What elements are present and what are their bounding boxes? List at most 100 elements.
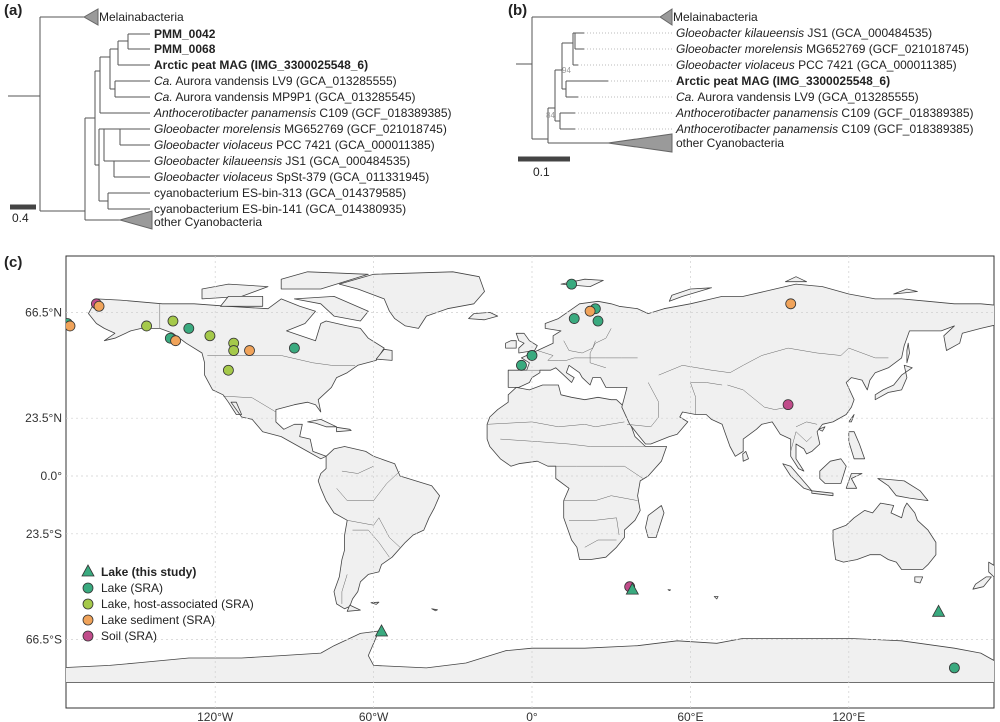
panel-label-b: (b) [508, 2, 528, 19]
country-border [563, 340, 596, 354]
legend-label: Lake (SRA) [101, 581, 163, 595]
tip-label: Anthocerotibacter panamensis C109 (GCF_0… [153, 106, 452, 120]
tip-label: cyanobacterium ES-bin-141 (GCA_014380935… [154, 202, 406, 216]
island-japan [874, 364, 913, 401]
tip-label: Gloeobacter violaceus SpSt-379 (GCA_0113… [154, 170, 429, 184]
island-sri-lanka [742, 450, 749, 462]
legend-label: Lake, host-associated (SRA) [101, 597, 254, 611]
island-ireland [505, 340, 517, 349]
longitude-tick-label: 120°E [832, 710, 865, 722]
landmass-north-america [88, 298, 385, 460]
collapsed-clade-icon [82, 8, 99, 26]
landmass-south-america [317, 446, 441, 610]
island-uk [515, 332, 538, 354]
sample-marker-lake_sra [949, 662, 960, 674]
island-baffin [293, 295, 369, 322]
country-border [727, 384, 789, 410]
island-newfoundland [375, 348, 393, 361]
tip-label: Ca. Aurora vandensis MP9P1 (GCA_01328554… [154, 90, 416, 104]
landmass-greenland [338, 271, 485, 329]
collapsed-clade-icon [659, 8, 673, 26]
longitude-tick-label: 120°W [197, 710, 234, 722]
tip-label: Anthocerotibacter panamensis C109 (GCF_0… [675, 106, 974, 120]
tip-label: Gloeobacter morelensis MG652769 (GCF_021… [676, 42, 969, 56]
sample-marker-lake_host [222, 364, 234, 376]
legend-circle-icon [82, 598, 94, 610]
island-tierra-del-fuego [346, 604, 361, 612]
island-novaya-zemlya [668, 287, 712, 302]
island-falklands [370, 601, 380, 605]
sample-marker-lake_host [204, 330, 216, 342]
island-sumatra [782, 463, 813, 492]
country-border [487, 421, 625, 428]
tip-label: Ca. Aurora vandensis LV9 (GCA_013285555) [676, 90, 919, 104]
sample-marker-lake_sediment [170, 335, 182, 347]
country-border [790, 431, 812, 452]
island-sakhalin [906, 342, 910, 364]
scale-label: 0.4 [12, 211, 29, 225]
sample-marker-lake_host [141, 320, 152, 332]
legend-label: Soil (SRA) [101, 629, 157, 643]
country-border [500, 438, 646, 447]
land-layer [66, 271, 994, 683]
island-crozet [667, 589, 671, 591]
country-border [584, 539, 617, 548]
sample-marker-lake_sediment [93, 300, 105, 312]
sample-marker-lake_sediment [66, 320, 76, 332]
island-nz-north [988, 561, 994, 578]
bootstrap-label: 94 [562, 66, 571, 75]
sample-marker-lake_sediment [244, 345, 255, 356]
latitude-tick-label: 23.5°N [25, 411, 62, 425]
island-cuba [307, 418, 338, 428]
island-south-georgia [431, 608, 438, 612]
sample-marker-lake_sra [516, 359, 527, 371]
sample-marker-lake_sra [183, 322, 195, 334]
collapsed-clade-icon [607, 133, 673, 153]
island-java [811, 490, 834, 497]
latitude-tick-label: 66.5°N [25, 305, 62, 319]
tip-label: Gloeobacter kilaueensis JS1 (GCA_0004845… [154, 154, 410, 168]
landmass-eurasia [507, 283, 994, 472]
island-nz-south [972, 576, 992, 590]
sample-marker-lake_host [167, 315, 179, 327]
scale-label: 0.1 [533, 165, 550, 179]
legend-circle-icon [82, 614, 94, 626]
landmass-antarctica [66, 630, 994, 683]
country-border [207, 355, 356, 366]
country-border [347, 517, 401, 548]
island-new-guinea [877, 478, 929, 502]
legend-triangle-icon [81, 564, 95, 577]
panel-label-c: (c) [4, 254, 23, 271]
country-border [563, 495, 638, 501]
country-border [569, 517, 620, 536]
tip-label: Ca. Aurora vandensis LV9 (GCA_013285555) [154, 74, 397, 88]
country-border [336, 470, 401, 501]
tip-label: other Cyanobacteria [154, 215, 262, 229]
country-border [626, 382, 659, 428]
sample-marker-lake_study [931, 604, 946, 617]
tip-label: Melainabacteria [99, 10, 184, 24]
longitude-tick-label: 0° [526, 710, 538, 722]
sample-marker-lake_sra [566, 278, 577, 290]
longitude-tick-label: 60°W [359, 710, 389, 722]
graticule [66, 256, 994, 708]
landmass-australia [832, 502, 937, 570]
country-border [555, 465, 644, 479]
sample-marker-lake_sra [526, 350, 538, 361]
sample-marker-soil [782, 399, 794, 411]
tip-label: Anthocerotibacter panamensis C109 (GCF_0… [675, 122, 974, 136]
collapsed-clade-icon [118, 210, 153, 230]
country-border [223, 395, 277, 413]
legend-circle-icon [82, 630, 94, 642]
legend-label: Lake (this study) [101, 565, 196, 579]
island-kerguelen [713, 596, 719, 600]
tip-label: Gloeobacter violaceus PCC 7421 (GCA_0000… [154, 138, 435, 152]
tip-label: Arctic peat MAG (IMG_3300025548_6) [154, 58, 368, 72]
sample-marker-lake_sediment [785, 298, 797, 310]
tip-label: PMM_0068 [154, 42, 216, 56]
island-hispaniola [336, 426, 352, 433]
tip-label: Gloeobacter violaceus PCC 7421 (GCA_0000… [676, 58, 957, 72]
island-iceland [468, 311, 499, 321]
